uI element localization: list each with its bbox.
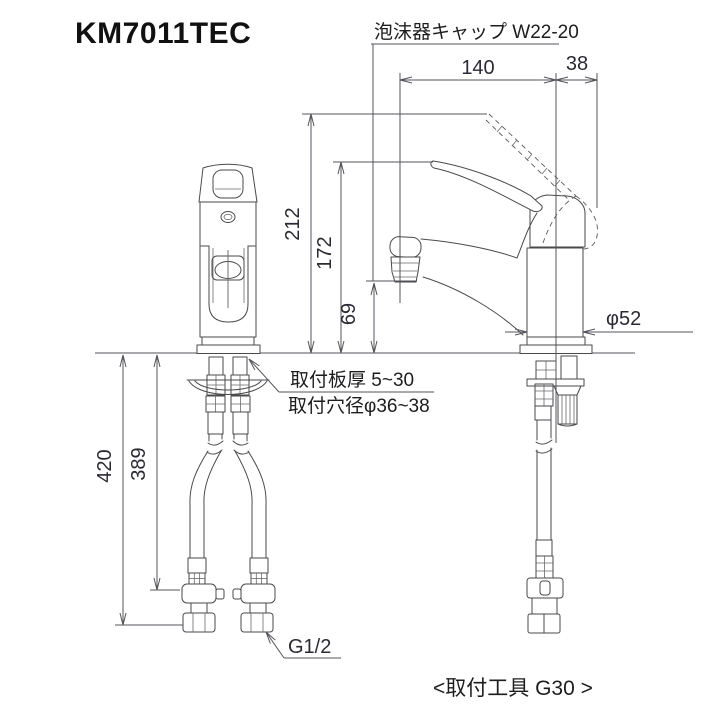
brand-logo-oval bbox=[220, 211, 236, 223]
faucet-side-view bbox=[389, 113, 598, 634]
thread-size-label: G1/2 bbox=[288, 636, 331, 658]
dim-body-diameter: φ52 bbox=[606, 308, 641, 330]
raised-handle-phantom bbox=[485, 113, 598, 250]
dim-max-height: 212 bbox=[282, 207, 304, 240]
dim-outlet-height: 69 bbox=[338, 303, 360, 325]
dim-spout-height: 172 bbox=[314, 236, 336, 269]
extension-lines bbox=[227, 43, 598, 443]
mount-plate-thickness-label: 取付板厚 5~30 bbox=[290, 369, 414, 391]
mounting-tool-label: <取付工具 G30 > bbox=[433, 677, 593, 700]
aerator-cap bbox=[390, 256, 421, 283]
dim-spout-reach: 140 bbox=[461, 57, 494, 79]
faucet-front-view bbox=[181, 163, 276, 633]
dim-hose-length: 389 bbox=[128, 447, 150, 480]
model-number-title: KM7011TEC bbox=[75, 17, 251, 50]
dimension-lines bbox=[115, 76, 693, 659]
mount-hole-diameter-label: 取付穴径φ36~38 bbox=[288, 395, 430, 417]
dim-rear-offset: 38 bbox=[566, 53, 588, 75]
aerator-cap-label: 泡沫器キャップ W22-20 bbox=[374, 21, 579, 43]
dim-hose-length-total: 420 bbox=[94, 449, 116, 482]
